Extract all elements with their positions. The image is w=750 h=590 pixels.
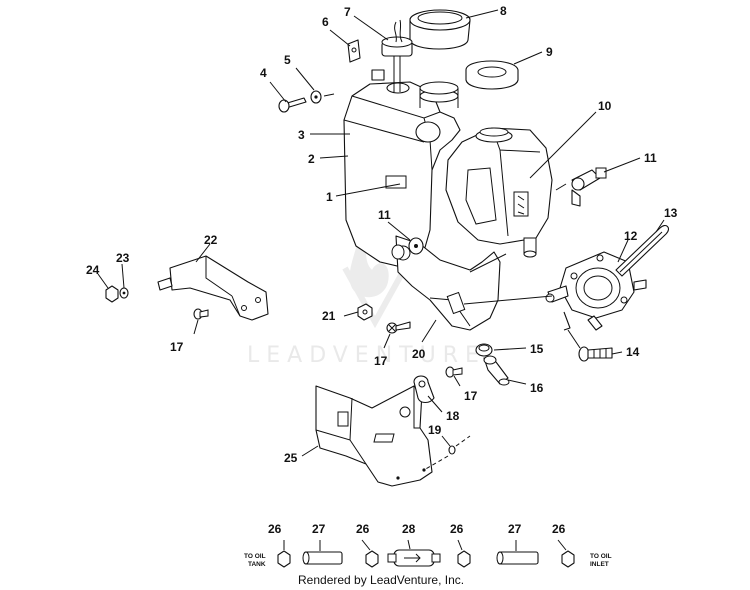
- callout-10: 10: [598, 99, 612, 113]
- callout-24: 24: [86, 263, 100, 277]
- nut-24: [105, 285, 119, 303]
- washer-19: [448, 445, 456, 455]
- callout-25: 25: [284, 451, 298, 465]
- bracket-25: [315, 385, 433, 487]
- watermark-text: LEADVENTURE: [247, 343, 486, 368]
- callout-2: 2: [308, 152, 315, 166]
- callout-22: 22: [204, 233, 218, 247]
- callout-9: 9: [546, 45, 553, 59]
- hose-assembly: [277, 539, 575, 568]
- bracket-22: [157, 255, 269, 321]
- oil-tank: [343, 81, 501, 331]
- bracket-clip: [347, 39, 361, 63]
- nut-21: [357, 303, 373, 321]
- callout-4: 4: [260, 66, 267, 80]
- reservoir-gasket: [465, 60, 519, 90]
- to-oil-tank-label-2: TANK: [248, 561, 266, 568]
- hose-clamp-13: [615, 225, 669, 277]
- callout-1: 1: [326, 190, 333, 204]
- callout-19: 19: [428, 423, 442, 437]
- screw-14: [578, 346, 613, 362]
- callout-13: 13: [664, 206, 678, 220]
- callout-20: 20: [412, 347, 426, 361]
- fitting-16: [483, 355, 510, 386]
- washer-11: [391, 237, 424, 260]
- to-oil-inlet-label-1: TO OIL: [590, 553, 612, 560]
- callout-hose-27b: 27: [508, 522, 522, 536]
- callout-5: 5: [284, 53, 291, 67]
- callout-hose-26d: 26: [552, 522, 566, 536]
- callout-14: 14: [626, 345, 640, 359]
- callout-21: 21: [322, 309, 336, 323]
- callout-11b: 11: [378, 208, 391, 222]
- callout-3: 3: [298, 128, 305, 142]
- fuel-pump: [545, 251, 647, 331]
- grommet-15: [475, 343, 493, 357]
- screw-17b: [386, 321, 411, 334]
- callout-16: 16: [530, 381, 544, 395]
- callout-hose-26b: 26: [356, 522, 370, 536]
- screw-4: [278, 97, 307, 113]
- washer-5: [310, 90, 322, 104]
- callout-hose-27a: 27: [312, 522, 326, 536]
- callout-hose-26a: 26: [268, 522, 282, 536]
- callout-7: 7: [344, 5, 351, 19]
- callout-12: 12: [624, 229, 638, 243]
- reservoir-tank: [445, 127, 553, 258]
- to-oil-inlet-label-2: INLET: [590, 561, 609, 568]
- callout-6: 6: [322, 15, 329, 29]
- washer-23: [119, 287, 129, 299]
- leadventure-watermark: LEADVENTURE: [247, 235, 486, 368]
- callout-18: 18: [446, 409, 460, 423]
- level-sensor: [381, 19, 413, 92]
- clip-18: [413, 375, 435, 404]
- screw-17c: [445, 366, 463, 378]
- credit-text: Rendered by LeadVenture, Inc.: [298, 573, 464, 587]
- callout-11a: 11: [644, 151, 657, 165]
- callout-15: 15: [530, 342, 544, 356]
- callout-17c: 17: [464, 389, 478, 403]
- callout-hose-28: 28: [402, 522, 416, 536]
- callout-17b: 17: [374, 354, 388, 368]
- callout-17a: 17: [170, 340, 184, 354]
- callout-hose-26c: 26: [450, 522, 464, 536]
- callout-23: 23: [116, 251, 130, 265]
- to-oil-tank-label-1: TO OIL: [244, 553, 266, 560]
- callout-labels: 1 2 3 4 5 6 7 8 9 10 11 11 12 13 14 15 1…: [86, 4, 678, 536]
- hose-end-labels: TO OIL TANK TO OIL INLET: [244, 553, 612, 568]
- fitting-11: [571, 167, 607, 207]
- screw-17a: [193, 308, 209, 320]
- filler-cap: [409, 9, 471, 50]
- callout-8: 8: [500, 4, 507, 18]
